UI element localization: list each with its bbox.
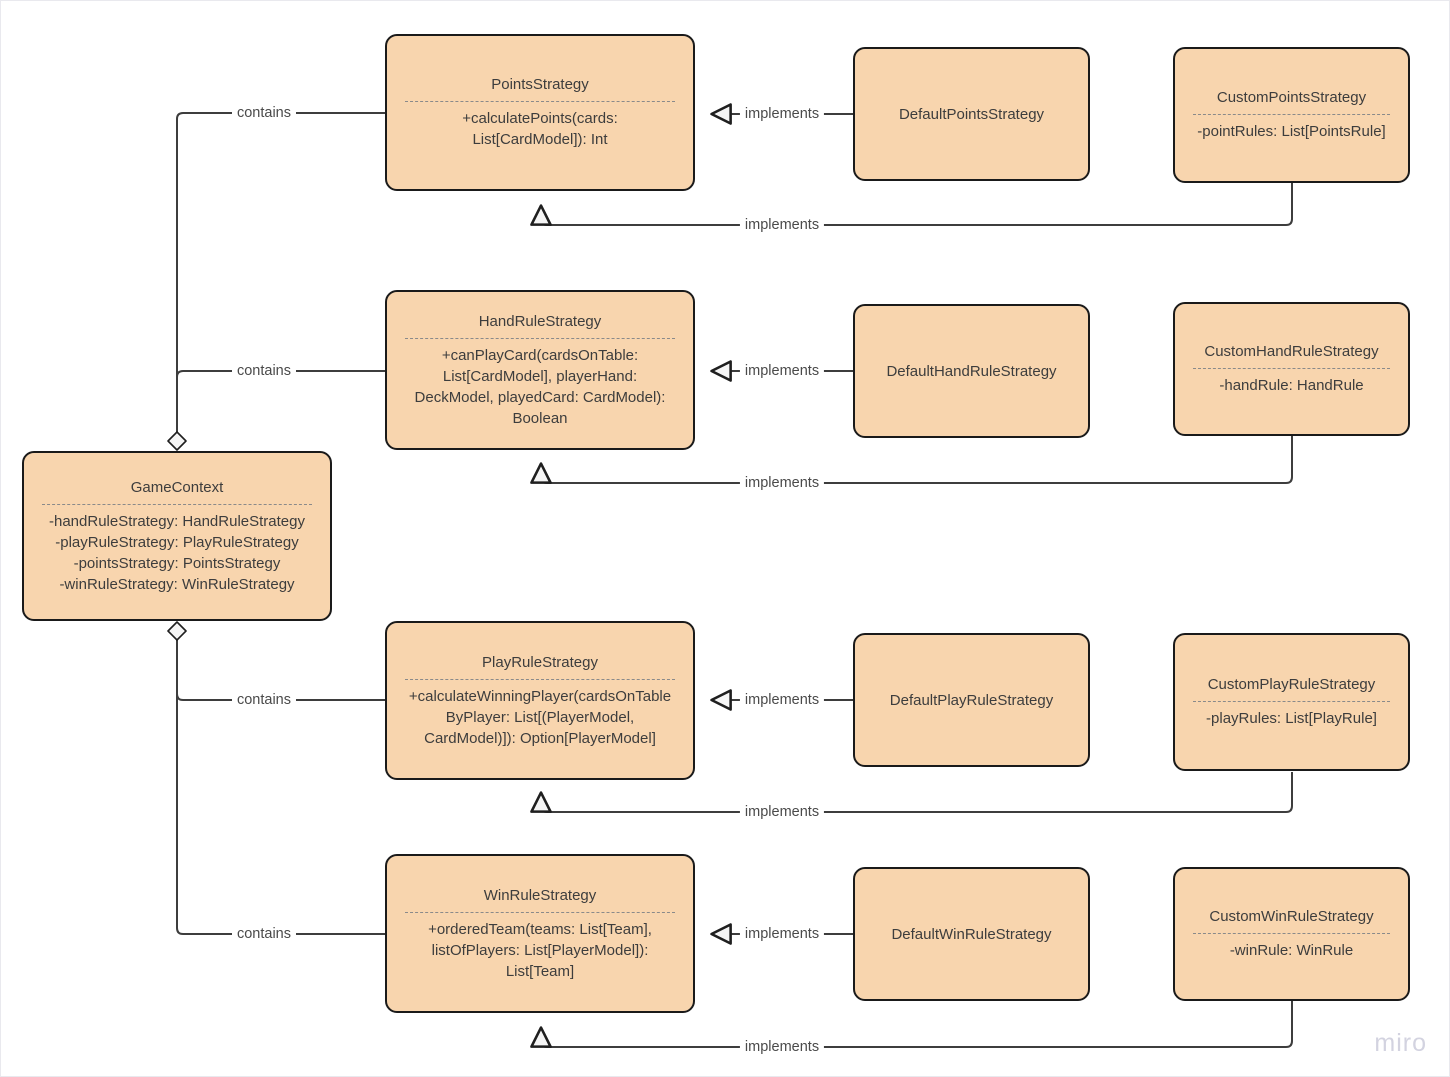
class-separator (1193, 114, 1390, 115)
class-box-win-rule-strategy[interactable]: WinRuleStrategy +orderedTeam(teams: List… (385, 854, 695, 1013)
class-title: GameContext (130, 478, 224, 496)
class-title: PlayRuleStrategy (482, 653, 598, 671)
class-title: CustomHandRuleStrategy (1204, 343, 1379, 360)
class-box-game-context[interactable]: GameContext -handRuleStrategy: HandRuleS… (22, 451, 332, 621)
class-members: +orderedTeam(teams: List[Team], listOfPl… (428, 920, 652, 980)
edge-label-contains-points: contains (231, 105, 297, 121)
aggregation-diamond-bottom (167, 621, 187, 641)
class-separator (405, 911, 675, 913)
edge-label-contains-hand: contains (231, 363, 297, 379)
class-members: -playRules: List[PlayRule] (1206, 710, 1377, 727)
class-title: PointsStrategy (491, 76, 589, 93)
edge-label-impl-custom-win: implements (739, 1039, 825, 1055)
class-box-hand-rule-strategy[interactable]: HandRuleStrategy +canPlayCard(cardsOnTab… (385, 290, 695, 450)
edge-label-impl-default-play: implements (739, 692, 825, 708)
class-title: DefaultPointsStrategy (898, 105, 1045, 123)
class-box-default-points-strategy[interactable]: DefaultPointsStrategy (853, 47, 1090, 181)
contains-hand-line (176, 370, 385, 433)
class-separator (405, 101, 675, 102)
contains-play-line (176, 639, 385, 701)
class-members: -winRule: WinRule (1229, 942, 1354, 959)
edge-label-impl-default-points: implements (739, 106, 825, 122)
class-members: +calculatePoints(cards: List[CardModel])… (462, 110, 618, 148)
class-title: DefaultWinRuleStrategy (891, 925, 1052, 943)
class-title: DefaultHandRuleStrategy (886, 362, 1057, 380)
class-box-play-rule-strategy[interactable]: PlayRuleStrategy +calculateWinningPlayer… (385, 621, 695, 780)
edge-label-impl-custom-points: implements (739, 217, 825, 233)
class-box-points-strategy[interactable]: PointsStrategy +calculatePoints(cards: L… (385, 34, 695, 191)
class-box-default-play-rule-strategy[interactable]: DefaultPlayRuleStrategy (853, 633, 1090, 767)
miro-watermark: miro (1374, 1029, 1427, 1057)
class-title: CustomPointsStrategy (1216, 89, 1367, 106)
class-separator (1193, 933, 1390, 934)
edge-label-contains-play: contains (231, 692, 297, 708)
edge-label-impl-custom-play: implements (739, 804, 825, 820)
class-box-custom-hand-rule-strategy[interactable]: CustomHandRuleStrategy -handRule: HandRu… (1173, 302, 1410, 436)
class-members: +canPlayCard(cardsOnTable: List[CardMode… (414, 346, 666, 427)
class-box-custom-points-strategy[interactable]: CustomPointsStrategy -pointRules: List[P… (1173, 47, 1410, 183)
class-box-default-hand-rule-strategy[interactable]: DefaultHandRuleStrategy (853, 304, 1090, 438)
edge-label-impl-custom-hand: implements (739, 475, 825, 491)
class-separator (1193, 368, 1390, 369)
class-members: -handRule: HandRule (1219, 377, 1364, 394)
class-members: -handRuleStrategy: HandRuleStrategy -pla… (49, 512, 305, 593)
edge-label-contains-win: contains (231, 926, 297, 942)
class-box-default-win-rule-strategy[interactable]: DefaultWinRuleStrategy (853, 867, 1090, 1001)
class-members: +calculateWinningPlayer(cardsOnTable ByP… (408, 687, 672, 747)
contains-win-line (176, 639, 385, 935)
contains-points-line (176, 112, 385, 433)
edge-label-impl-default-win: implements (739, 926, 825, 942)
class-separator (1193, 701, 1390, 702)
class-title: WinRuleStrategy (483, 886, 597, 904)
class-title: HandRuleStrategy (478, 312, 602, 330)
class-members: -pointRules: List[PointsRule] (1197, 123, 1386, 140)
class-separator (42, 503, 312, 505)
aggregation-diamond-top (167, 431, 187, 451)
class-title: CustomPlayRuleStrategy (1207, 676, 1376, 693)
class-box-custom-win-rule-strategy[interactable]: CustomWinRuleStrategy -winRule: WinRule (1173, 867, 1410, 1001)
class-title: CustomWinRuleStrategy (1209, 908, 1374, 925)
class-box-custom-play-rule-strategy[interactable]: CustomPlayRuleStrategy -playRules: List[… (1173, 633, 1410, 771)
class-separator (405, 337, 675, 339)
edge-label-impl-default-hand: implements (739, 363, 825, 379)
class-separator (405, 678, 675, 680)
class-title: DefaultPlayRuleStrategy (889, 691, 1054, 709)
